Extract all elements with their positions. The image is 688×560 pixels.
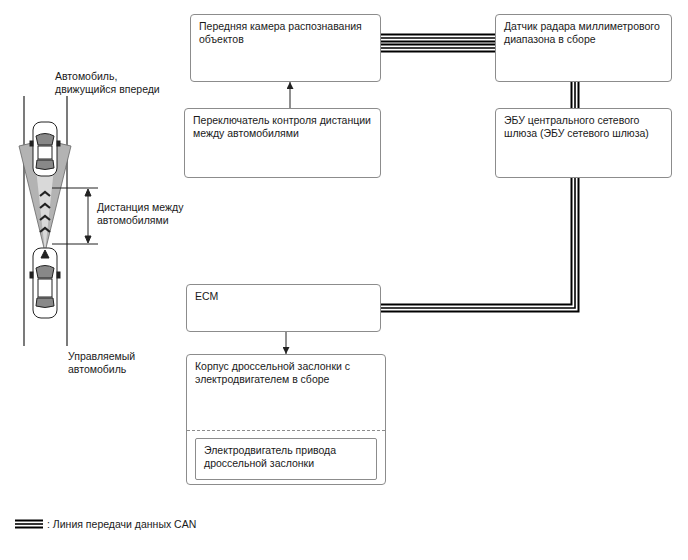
radar-box: Датчик радара миллиметрового диапазона в… (495, 14, 672, 82)
illustration-label: Автомобиль, движущийся впереди (54, 70, 166, 96)
signal-arrow (286, 332, 287, 354)
can-line-sample (14, 518, 44, 530)
arrow-line (290, 82, 291, 108)
road (24, 96, 67, 346)
node-label: Электродвигатель привода дроссельной зас… (196, 439, 376, 475)
radar-beam (19, 142, 71, 252)
can-bus-line (381, 38, 495, 39)
can-outer (381, 178, 575, 308)
can-core (381, 178, 575, 308)
can-bus-line (381, 178, 575, 308)
node-label: ЭБУ центрального сетевого шлюза (ЭБУ сет… (496, 109, 671, 145)
arrow-line (286, 332, 287, 354)
throttle-body-box: Корпус дроссельной заслонки с электродви… (186, 354, 386, 485)
illustration-label: Дистанция между автомобилями (96, 201, 198, 227)
gateway-box: ЭБУ центрального сетевого шлюза (ЭБУ сет… (495, 108, 672, 178)
node-label: ECM (187, 285, 380, 308)
node-label: Датчик радара миллиметрового диапазона в… (496, 15, 671, 51)
can-gap (381, 178, 575, 308)
can-core (381, 37, 495, 39)
legend: : Линия передачи данных CAN (14, 518, 196, 530)
illustration-label: Управляемый автомобиль (67, 350, 179, 376)
distance-dimension (52, 188, 98, 244)
node-label: Переключатель контроля дистанции между а… (185, 109, 380, 145)
dashed-divider (187, 430, 385, 431)
node-label: Передняя камера распознавания объектов (191, 15, 380, 51)
node-label: Корпус дроссельной заслонки с электродви… (187, 355, 385, 391)
camera-box: Передняя камера распознавания объектов (190, 14, 381, 82)
ecm-box: ECM (186, 284, 381, 332)
lead-car (30, 122, 60, 176)
own-car (30, 248, 60, 318)
chevrons (40, 192, 50, 232)
legend-text: : Линия передачи данных CAN (47, 518, 196, 530)
signal-arrow (290, 82, 291, 108)
can-outer (381, 34, 495, 43)
can-gap (381, 36, 495, 41)
switch-box: Переключатель контроля дистанции между а… (184, 108, 381, 178)
motor-box: Электродвигатель привода дроссельной зас… (195, 438, 377, 480)
